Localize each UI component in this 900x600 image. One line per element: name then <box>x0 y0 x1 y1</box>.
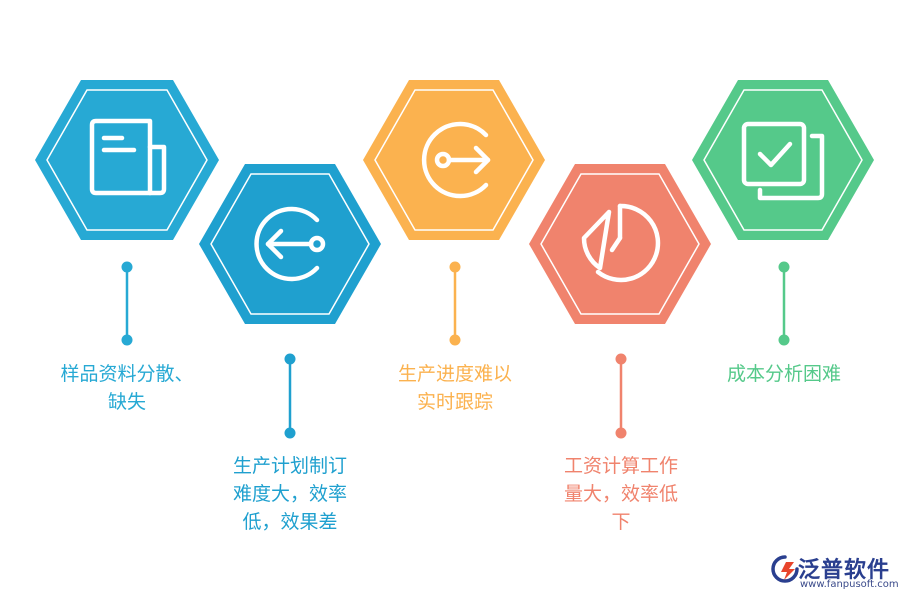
label-samples-line-2: 缺失 <box>107 391 146 413</box>
connector-wages <box>615 353 627 439</box>
label-cost: 成本分析困难 <box>699 360 869 388</box>
brand-url: www.fanpusoft.com <box>800 579 899 590</box>
label-cost-line-1: 成本分析困难 <box>726 363 841 385</box>
hexagon-plan <box>199 164 381 324</box>
connector-cost <box>778 261 790 346</box>
label-samples: 样品资料分散、 缺失 <box>37 360 217 416</box>
label-progress: 生产进度难以 实时跟踪 <box>370 360 540 416</box>
hexagon-progress-inner-border <box>374 89 534 231</box>
arrow-right-circle-icon <box>421 121 491 199</box>
hexagon-cost <box>692 80 874 240</box>
hexagon-wages <box>529 164 711 324</box>
hexagon-wages-inner-border <box>540 173 700 315</box>
hexagon-plan-inner-border <box>210 173 370 315</box>
hexagon-cost-shape <box>692 80 874 240</box>
connector-plan <box>284 353 296 439</box>
label-wages: 工资计算工作 量大，效率低 下 <box>536 452 706 536</box>
document-icon <box>89 118 167 196</box>
brand-name: 泛普软件 <box>798 558 891 583</box>
label-wages-line-1: 工资计算工作 <box>563 455 678 477</box>
brand-logo: 泛普软件 www.fanpusoft.com <box>770 552 899 596</box>
hexagon-cost-inner-border <box>703 89 863 231</box>
label-progress-line-2: 实时跟踪 <box>416 391 493 413</box>
hexagon-samples <box>35 80 219 240</box>
label-progress-line-1: 生产进度难以 <box>397 363 512 385</box>
connector-progress <box>449 261 461 346</box>
label-plan-line-2: 难度大，效率 <box>232 483 347 505</box>
label-plan-line-1: 生产计划制订 <box>232 455 347 477</box>
brand-logo-icon <box>771 555 799 583</box>
label-wages-line-3: 下 <box>611 511 631 533</box>
pie-chart-icon <box>581 203 661 283</box>
hexagon-samples-shape <box>35 80 219 240</box>
connector-samples <box>121 261 133 346</box>
checkbox-icon <box>741 121 825 201</box>
arrow-left-circle-icon <box>254 206 326 282</box>
hexagon-wages-shape <box>529 164 711 324</box>
hexagon-samples-inner-border <box>46 89 208 231</box>
label-plan-line-3: 低，效果差 <box>242 511 338 533</box>
label-samples-line-1: 样品资料分散、 <box>60 363 194 385</box>
label-plan: 生产计划制订 难度大，效率 低，效果差 <box>205 452 375 536</box>
hexagon-progress <box>363 80 545 240</box>
label-wages-line-2: 量大，效率低 <box>563 483 678 505</box>
